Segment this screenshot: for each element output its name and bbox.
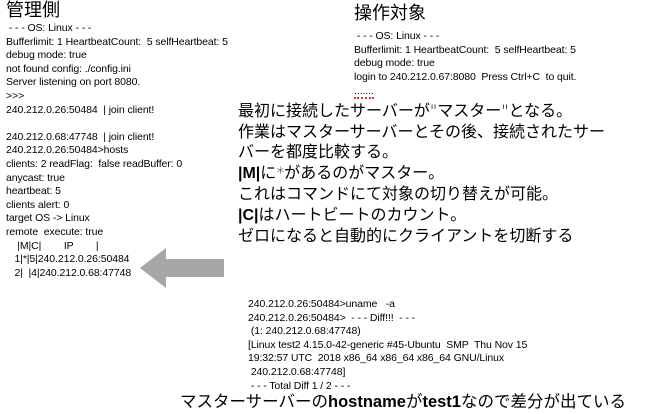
terminal-line: 240.212.0.26:50484>uname -a <box>248 298 395 310</box>
terminal-line: 240.212.0.26:50484 | join client! <box>6 103 155 116</box>
terminal-line: 240.212.0.68:47748] <box>248 365 346 378</box>
note-line: 作業はマスターサーバーとその後、接続されたサー <box>238 121 606 141</box>
terminal-line: [Linux test2 4.15.0-42-generic #45-Ubunt… <box>248 338 528 351</box>
admin-side-title: 管理側 <box>6 0 60 21</box>
terminal-line <box>6 117 228 131</box>
note-line: 最初に接続したサーバーが"マスター"となる。 <box>238 101 573 120</box>
note-bold: |M| <box>238 164 261 182</box>
note-bold: |C| <box>238 206 259 224</box>
note-line: ゼロになると自動的にクライアントを切断する <box>238 226 574 245</box>
terminal-line: |M|C| IP | <box>6 239 99 252</box>
note-line: これはコマンドにて対象の切り替えが可能。 <box>238 184 559 203</box>
terminal-line: target OS -> Linux <box>6 212 90 225</box>
terminal-line: heartbeat: 5 <box>6 185 61 198</box>
note-line: |C|はハートビートのカウント。 <box>238 205 605 227</box>
explanation-note: 最初に接続したサーバーが"マスター"となる。作業はマスターサーバーとその後、接続… <box>238 101 605 247</box>
terminal-line: - - - Total Diff 1 / 2 - - - <box>248 379 351 392</box>
caption: マスターサーバーのhostnameがtest1なので差分が出ている <box>180 392 626 412</box>
terminal-line: remote execute: true <box>6 225 104 238</box>
terminal-line: not found config: ./config.ini <box>6 62 131 75</box>
admin-terminal-output: - - - OS: Linux - - -Bufferlimit: 1 Hear… <box>6 22 228 280</box>
target-side-title: 操作対象 <box>354 3 426 24</box>
caption-bold: hostname <box>328 393 406 411</box>
terminal-line: (1: 240.212.0.68:47748) <box>248 325 361 338</box>
terminal-line: >>> <box>6 89 25 102</box>
note-line: |M|に*があるのがマスター。 <box>238 163 605 185</box>
spellcheck-squiggle: ....... <box>354 85 374 99</box>
terminal-line: Server listening on port 8080. <box>6 76 141 89</box>
terminal-line: clients alert: 0 <box>6 198 70 211</box>
terminal-line: Bufferlimit: 1 HeartbeatCount: 5 selfHea… <box>354 43 576 56</box>
caption-bold: test1 <box>422 393 461 411</box>
terminal-line: 240.212.0.68:47748 | join client! <box>6 130 155 143</box>
terminal-line: anycast: true <box>6 171 65 184</box>
note-line: バーを都度比較する。 <box>238 142 399 161</box>
caption-text: なので差分が出ている <box>460 392 626 411</box>
note-text: はハートビートのカウント。 <box>258 204 467 224</box>
terminal-line: Bufferlimit: 1 HeartbeatCount: 5 selfHea… <box>6 35 228 48</box>
terminal-line: login to 240.212.0.67:8080 Press Ctrl+C … <box>354 70 577 83</box>
terminal-line: debug mode: true <box>354 57 435 70</box>
note-text: に*があるのがマスター。 <box>260 162 445 182</box>
target-dots: ....... <box>354 85 374 99</box>
terminal-line: 1|*|5|240.212.0.26:50484 <box>6 253 130 266</box>
caption-text: マスターサーバーの <box>180 392 329 411</box>
terminal-line: - - - OS: Linux - - - <box>354 30 440 42</box>
terminal-line: 2| |4|240.212.0.68:47748 <box>6 266 132 279</box>
terminal-line: 240.212.0.26:50484> - - - Diff!!! - - - <box>248 311 416 324</box>
terminal-line: 240.212.0.26:50484>hosts <box>6 144 129 157</box>
terminal-line: 19:32:57 UTC 2018 x86_64 x86_64 x86_64 G… <box>248 352 505 365</box>
caption-text: が <box>405 392 423 411</box>
left-arrow-icon <box>140 248 224 288</box>
terminal-line: clients: 2 readFlag: false readBuffer: 0 <box>6 157 183 170</box>
target-terminal-output: - - - OS: Linux - - -Bufferlimit: 1 Hear… <box>354 30 576 84</box>
terminal-line: - - - OS: Linux - - - <box>6 22 92 34</box>
terminal-line: debug mode: true <box>6 49 87 62</box>
